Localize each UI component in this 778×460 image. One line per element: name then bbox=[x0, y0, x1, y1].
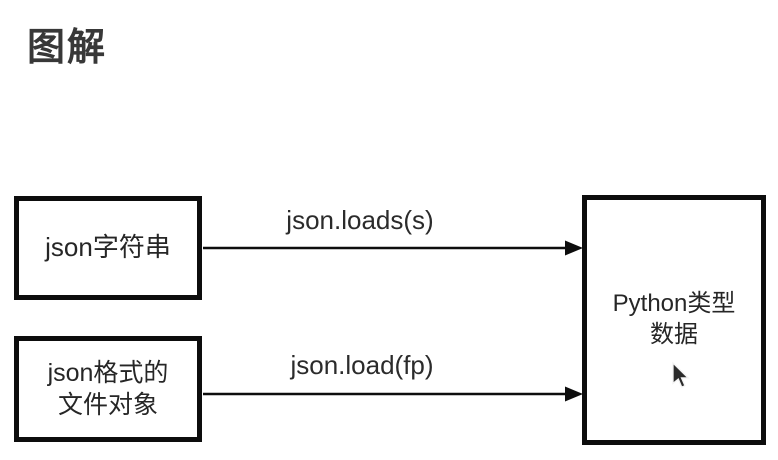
edge-label-json-load: json.load(fp) bbox=[290, 350, 434, 380]
arrow-json-load bbox=[203, 386, 583, 402]
node-python-data-label-line2: 数据 bbox=[650, 321, 698, 348]
node-json-file-label-line1: json格式的 bbox=[47, 359, 169, 387]
node-json-file-label-line2: 文件对象 bbox=[57, 391, 158, 419]
edge-label-json-loads: json.loads(s) bbox=[286, 205, 434, 235]
node-json-file: json格式的 文件对象 bbox=[14, 336, 202, 442]
arrow-json-loads bbox=[203, 240, 583, 256]
page-title: 图解 bbox=[27, 27, 108, 69]
node-json-string-label: json字符串 bbox=[45, 232, 171, 263]
node-python-data: Python类型 数据 bbox=[582, 195, 766, 445]
node-python-data-label-line1: Python类型 bbox=[612, 290, 736, 318]
node-json-string: json字符串 bbox=[14, 196, 202, 300]
